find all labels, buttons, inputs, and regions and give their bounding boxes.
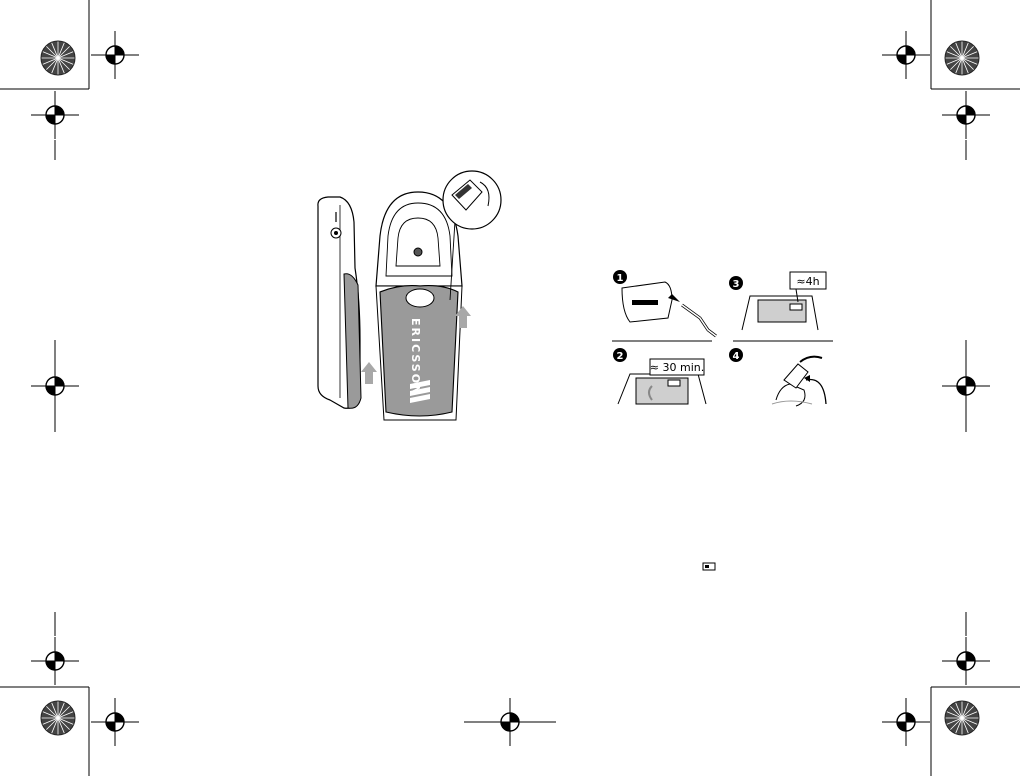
crosshair-target-icon [31, 637, 79, 685]
starburst-color-bar-icon [41, 701, 75, 735]
step-1-panel: 1 [612, 270, 716, 341]
color-bars [41, 41, 979, 735]
up-arrow-icon [361, 362, 377, 384]
battery-icon [703, 563, 715, 570]
crosshair-target-icon [91, 698, 139, 746]
cover-attach-illustration: ERICSSON [318, 171, 501, 420]
crosshair-target-icon [91, 31, 139, 79]
step-number: 2 [617, 351, 624, 362]
charging-steps: 1 3 ≈4h 2 ≈ [612, 270, 833, 406]
crosshair-target-icon [942, 91, 990, 139]
crosshair-target-icon [942, 637, 990, 685]
phone-side-view [318, 197, 377, 408]
step-2-panel: 2 ≈ 30 min. [613, 348, 706, 404]
step-number: 1 [617, 273, 624, 284]
starburst-color-bar-icon [41, 41, 75, 75]
charge-full-time: ≈4h [796, 275, 819, 288]
starburst-color-bar-icon [945, 41, 979, 75]
step-number: 3 [733, 279, 740, 290]
registration-marks [31, 31, 990, 746]
starburst-color-bar-icon [945, 701, 979, 735]
charge-initial-time: ≈ 30 min. [650, 361, 704, 374]
step-number: 4 [733, 351, 740, 362]
step-3-panel: 3 ≈4h [729, 272, 833, 341]
crosshair-target-icon [882, 31, 930, 79]
step-4-panel: 4 [729, 348, 826, 406]
ericsson-logo [410, 380, 430, 403]
crosshair-target-icon [882, 698, 930, 746]
phone-front-view: ERICSSON [376, 171, 501, 420]
crosshair-target-icon [31, 91, 79, 139]
